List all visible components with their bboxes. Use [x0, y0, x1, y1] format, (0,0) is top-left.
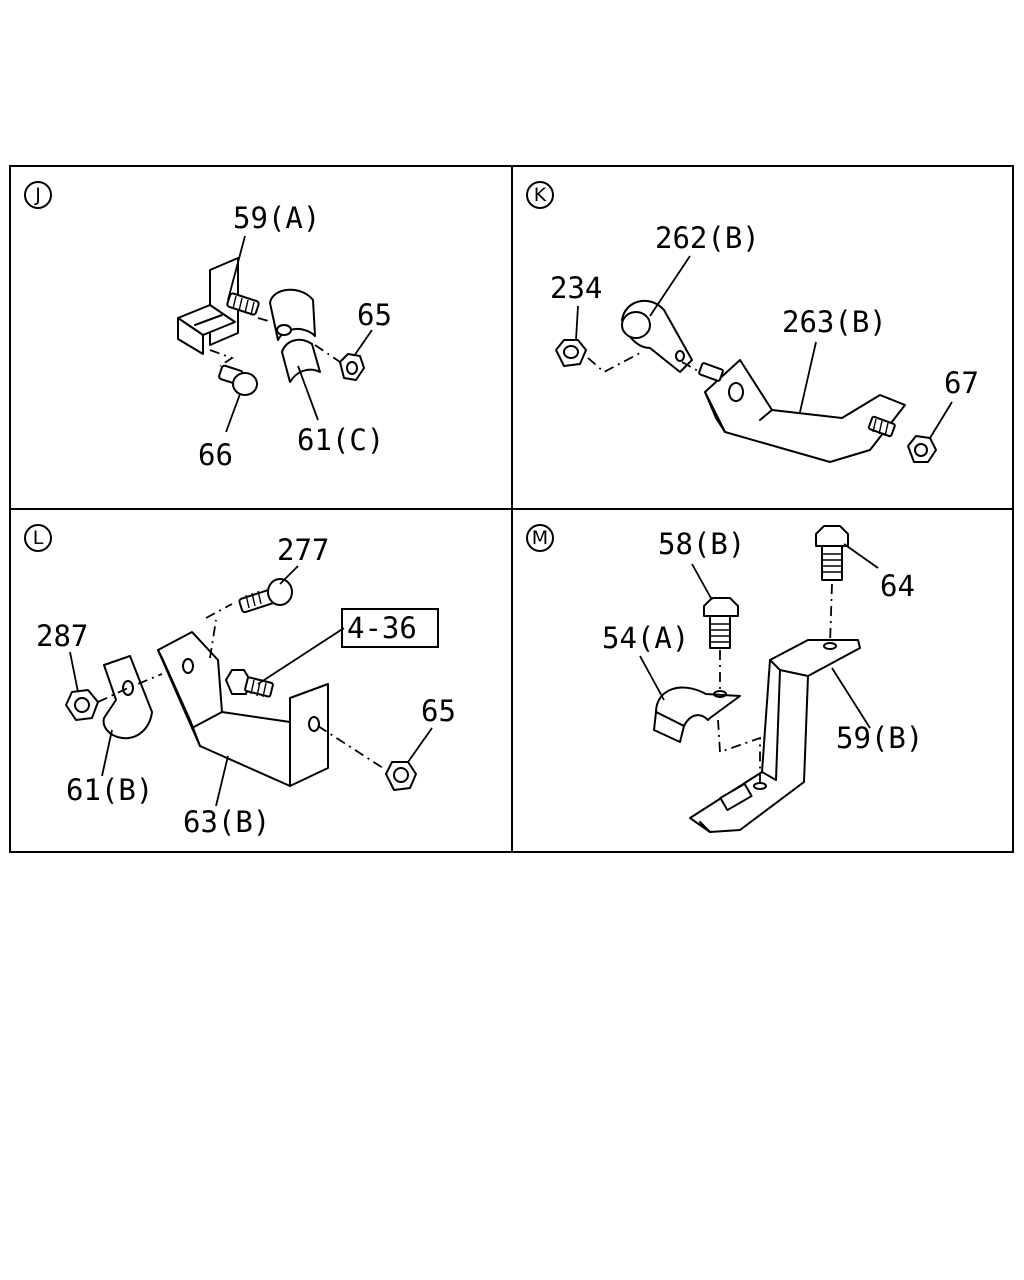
- panel-m-id: M: [532, 527, 548, 549]
- bracket-59b-drawing: [689, 639, 861, 833]
- panel-m-badge: [526, 524, 554, 552]
- bolt-66-drawing: [218, 364, 258, 396]
- label-59b: 59(B): [836, 721, 923, 755]
- label-287: 287: [36, 619, 88, 653]
- nut-287-drawing: [65, 689, 99, 721]
- label-65-l: 65: [421, 694, 456, 728]
- nut-65-j-drawing: [339, 353, 365, 381]
- label-65-j: 65: [357, 298, 392, 332]
- panel-k: K: [526, 181, 979, 463]
- bolt-277-drawing: [238, 578, 293, 614]
- panel-l: L: [24, 524, 456, 839]
- label-61b: 61(B): [66, 773, 153, 807]
- label-63b: 63(B): [183, 805, 270, 839]
- label-262b: 262(B): [655, 221, 760, 255]
- bolt-58b-drawing: [703, 597, 739, 649]
- clamp-262b-drawing: [621, 300, 693, 373]
- bracket-63b-drawing: [157, 631, 329, 787]
- label-54a: 54(A): [602, 621, 689, 655]
- label-4-36: 4-36: [347, 611, 417, 645]
- bolt-4-36-drawing: [225, 669, 274, 698]
- label-66: 66: [198, 438, 233, 472]
- panel-l-id: L: [33, 527, 44, 549]
- ref-box-4-36: [341, 608, 439, 648]
- label-58b: 58(B): [658, 527, 745, 561]
- panel-j: J: [24, 181, 392, 472]
- panel-j-id: J: [34, 184, 41, 206]
- label-61c: 61(C): [297, 423, 384, 457]
- nut-67-drawing: [907, 435, 937, 463]
- clip-54a-drawing: [653, 686, 741, 743]
- nut-234-drawing: [555, 339, 587, 367]
- panel-k-id: K: [534, 184, 547, 206]
- panel-j-badge: [24, 181, 52, 209]
- bracket-263b-drawing: [704, 359, 906, 463]
- panel-k-badge: [526, 181, 554, 209]
- stud-k-left-drawing: [698, 362, 724, 382]
- clip-61b-drawing: [102, 655, 153, 740]
- label-67: 67: [944, 366, 979, 400]
- label-59a: 59(A): [233, 201, 320, 235]
- bracket-59a-drawing: [177, 257, 239, 355]
- label-277: 277: [277, 533, 329, 567]
- label-64: 64: [880, 569, 915, 603]
- bolt-64-drawing: [815, 525, 849, 581]
- stud-k-right-drawing: [867, 415, 896, 438]
- clip-61c-drawing: [269, 288, 321, 383]
- nut-65-l-drawing: [385, 761, 417, 791]
- label-263b: 263(B): [782, 305, 887, 339]
- bolt-j-drawing: [226, 292, 260, 316]
- panel-l-badge: [24, 524, 52, 552]
- panel-m: M: [526, 524, 923, 833]
- label-234: 234: [550, 271, 602, 305]
